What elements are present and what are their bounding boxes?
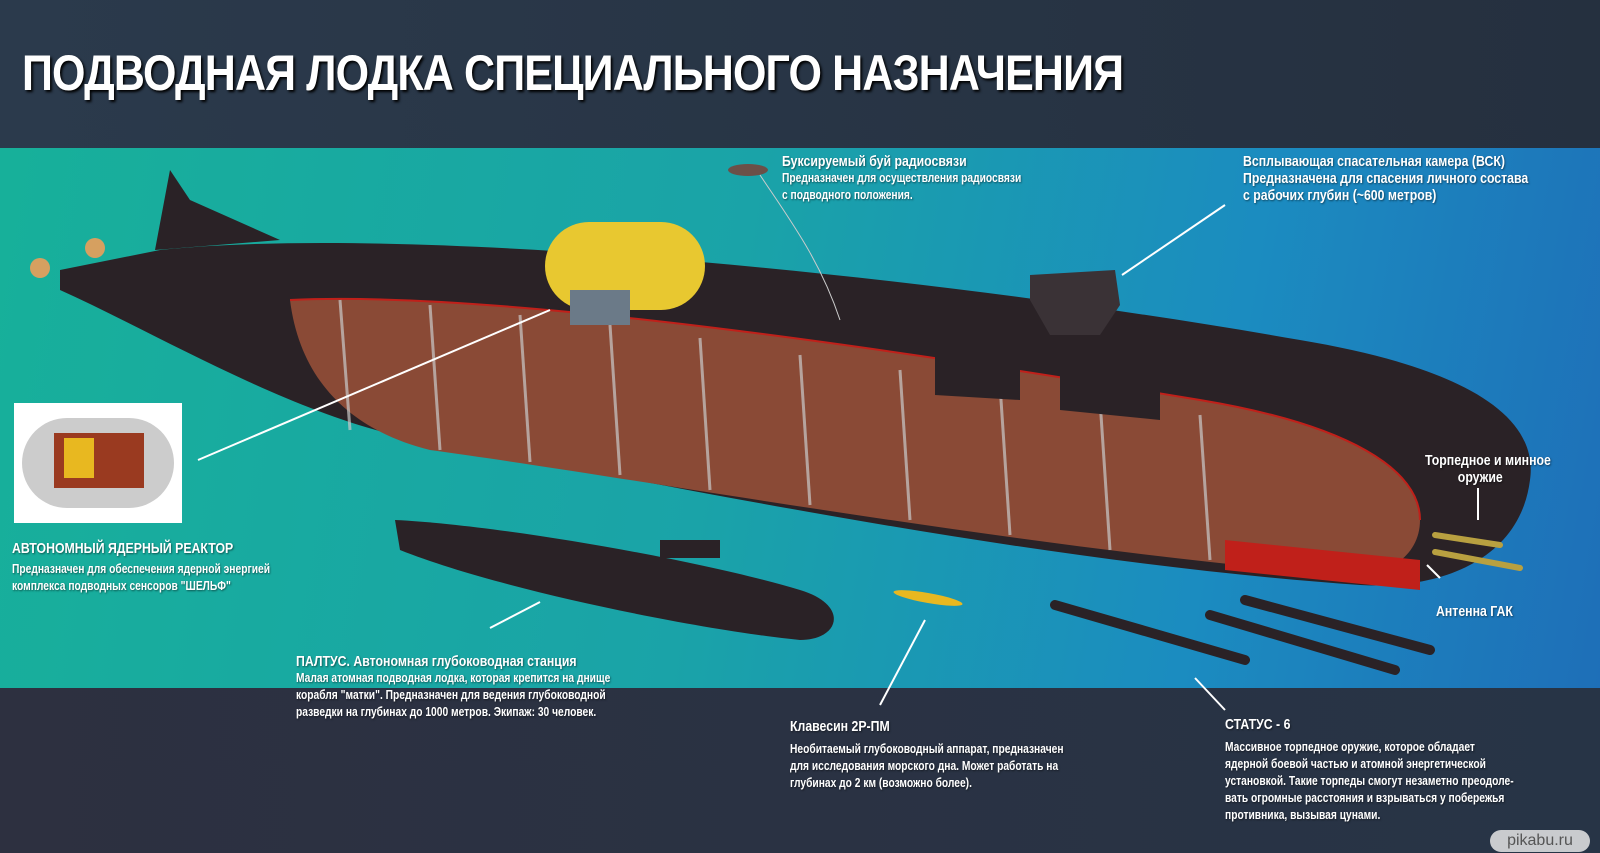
- klavesin-heading: Клавесин 2Р-ПМ: [790, 718, 890, 735]
- torpedo-weapon-label: Торпедное и минное оружие: [1425, 452, 1551, 486]
- buoy-heading: Буксируемый буй радиосвязи: [782, 153, 967, 170]
- header-band: [0, 0, 1600, 148]
- reactor-text: Предназначен для обеспечения ядерной эне…: [12, 562, 271, 576]
- hull-frames: [338, 299, 1212, 561]
- vsk-label: Всплывающая спасательная камера (ВСК) Пр…: [1243, 153, 1528, 204]
- paltus-heading: ПАЛТУС. Автономная глубоководная станция: [296, 653, 577, 670]
- status-6-text: противника, вызывая цунами.: [1225, 808, 1381, 822]
- buoy-text: Предназначен для осуществления радиосвяз…: [782, 171, 1022, 185]
- klavesin-text: глубинах до 2 км (возможно более).: [790, 776, 972, 790]
- buoy-text: с подводного положения.: [782, 188, 913, 202]
- pointer-lines: [197, 204, 1479, 711]
- paltus-sail: [660, 540, 720, 558]
- status-6-text: ядерной боевой частью и атомной энергети…: [1225, 757, 1486, 771]
- status-6-torpedoes: [1050, 595, 1435, 675]
- klavesin-label: Клавесин 2Р-ПМ Необитаемый глубоководный…: [790, 718, 1064, 792]
- reactor-mount: [570, 290, 630, 325]
- propeller-icon: [30, 238, 105, 278]
- paltus-text: разведки на глубинах до 1000 метров. Эки…: [296, 705, 597, 719]
- reactor-heading: АВТОНОМНЫЙ ЯДЕРНЫЙ РЕАКТОР: [12, 540, 234, 557]
- status-6-text: Массивное торпедное оружие, которое обла…: [1225, 740, 1475, 754]
- status-6-text: вать огромные расстояния и взрываться у …: [1225, 791, 1505, 805]
- torpedo-text: Торпедное и минное: [1425, 452, 1551, 469]
- radio-buoy: [728, 164, 768, 176]
- paltus-submarine: [395, 520, 834, 640]
- buoy-cable: [759, 174, 841, 321]
- klavesin-text: для исследования морского дна. Может раб…: [790, 759, 1059, 773]
- vsk-text: с рабочих глубин (~600 метров): [1243, 187, 1437, 204]
- page-title: ПОДВОДНАЯ ЛОДКА СПЕЦИАЛЬНОГО НАЗНАЧЕНИЯ: [22, 45, 1124, 101]
- reactor-tank: [545, 222, 705, 310]
- rescue-chamber: [1030, 270, 1120, 335]
- reactor-label: АВТОНОМНЫЙ ЯДЕРНЫЙ РЕАКТОР Предназначен …: [12, 540, 270, 595]
- paltus-text: корабля "матки". Предназначен для ведени…: [296, 688, 606, 702]
- klavesin-text: Необитаемый глубоководный аппарат, предн…: [790, 742, 1064, 756]
- small-torpedoes: [1432, 532, 1523, 571]
- klavesin-vehicle: [893, 590, 963, 606]
- paltus-label: ПАЛТУС. Автономная глубоководная станция…: [296, 653, 610, 721]
- torpedo-text: оружие: [1457, 469, 1503, 486]
- sonar-heading: Антенна ГАК: [1436, 603, 1513, 620]
- status-6-label: СТАТУС - 6 Массивное торпедное оружие, к…: [1225, 716, 1514, 824]
- buoy-label: Буксируемый буй радиосвязи Предназначен …: [782, 153, 1021, 204]
- vsk-text: Предназначена для спасения личного соста…: [1243, 170, 1529, 187]
- sonar-label: Антенна ГАК: [1436, 603, 1513, 620]
- sonar-antenna: [1225, 540, 1420, 590]
- conning-tower: [935, 320, 1020, 400]
- reactor-text: комплекса подводных сенсоров "ШЕЛЬФ": [12, 579, 231, 593]
- status-6-text: установкой. Такие торпеды смогут незамет…: [1225, 774, 1514, 788]
- watermark: pikabu.ru: [1490, 830, 1590, 852]
- vsk-heading: Всплывающая спасательная камера (ВСК): [1243, 153, 1505, 170]
- reactor-inset-image: [14, 403, 182, 523]
- paltus-text: Малая атомная подводная лодка, которая к…: [296, 671, 611, 685]
- status-6-heading: СТАТУС - 6: [1225, 716, 1291, 733]
- footer-band: [0, 688, 1600, 853]
- cutaway-interior: [290, 298, 1420, 576]
- rescue-chamber-housing: [1060, 355, 1160, 420]
- sail: [155, 170, 280, 250]
